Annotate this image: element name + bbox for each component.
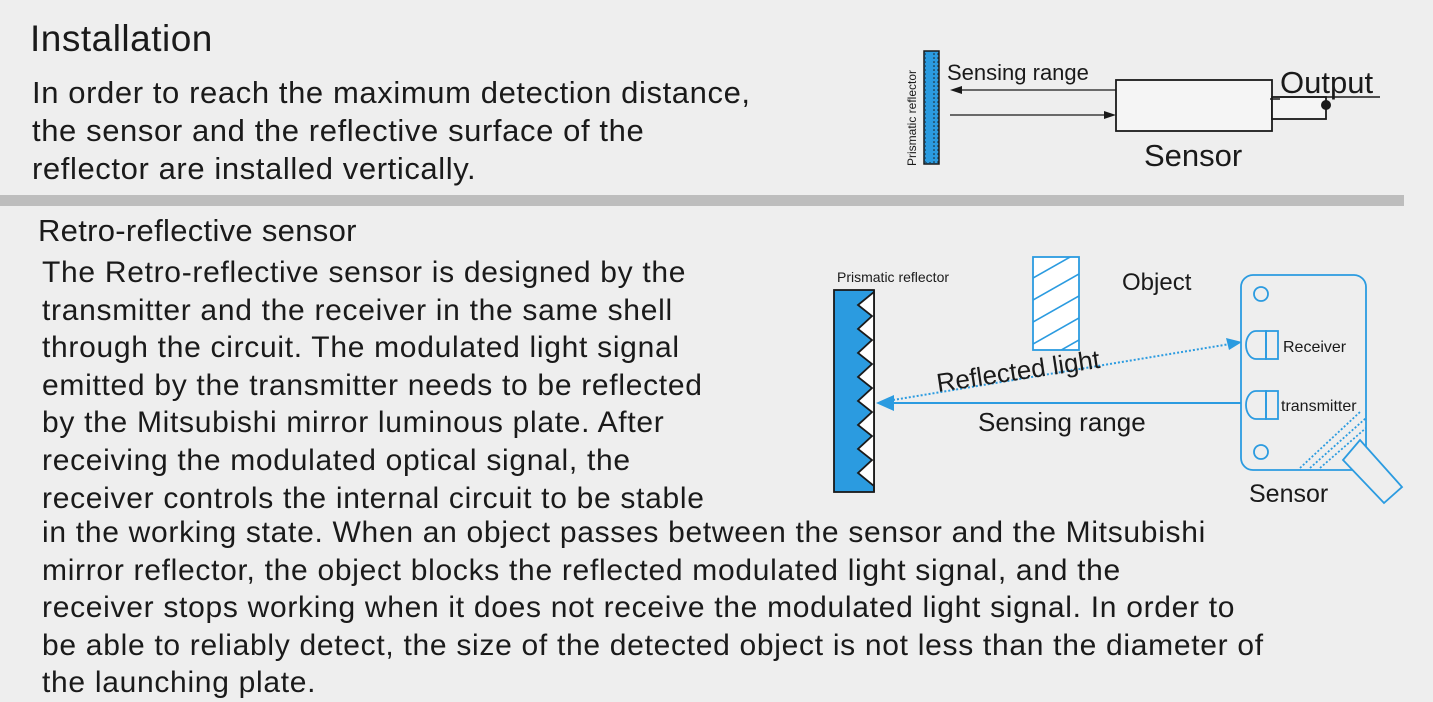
sensing-range-ray (876, 395, 1241, 411)
sensor-housing (1240, 274, 1367, 471)
prismatic-reflector-label: Prismatic reflector (905, 70, 919, 166)
paragraph-line: be able to reliably detect, the size of … (42, 628, 1264, 662)
sensor-label: Sensor (1249, 480, 1328, 508)
reflected-light-label: Reflected light (934, 344, 1102, 398)
paragraph-line: receiver controls the internal circuit t… (42, 481, 705, 515)
prismatic-reflector-label: Prismatic reflector (837, 269, 949, 285)
installation-diagram: Prismatic reflector Sensing range Output… (905, 50, 1380, 173)
retro-reflective-diagram: Prismatic reflector Object Reflected lig… (833, 256, 1404, 508)
emit-arrow (950, 86, 1116, 94)
sensor-label: Sensor (1144, 138, 1242, 173)
prismatic-reflector (833, 289, 875, 493)
sensing-range-label: Sensing range (947, 60, 1089, 85)
retro-title: Retro-reflective sensor (38, 213, 357, 248)
section-divider (0, 195, 1404, 206)
installation-paragraph: In order to reach the maximum detection … (32, 74, 751, 188)
retro-paragraph-wrapped: The Retro-reflective sensor is designed … (42, 254, 705, 517)
object-label: Object (1122, 269, 1192, 296)
paragraph-line: receiving the modulated optical signal, … (42, 443, 631, 477)
sensor-body (1115, 79, 1273, 132)
return-arrow (950, 111, 1116, 119)
paragraph-line: in the working state. When an object pas… (42, 516, 1207, 549)
sensing-range-label: Sensing range (978, 407, 1146, 437)
paragraph-line: the sensor and the reflective surface of… (32, 113, 645, 148)
paragraph-line: mirror reflector, the object blocks the … (42, 553, 1121, 587)
retro-paragraph-full: in the working state. When an object pas… (42, 514, 1264, 702)
installation-title: Installation (30, 18, 213, 59)
reflected-light-ray (892, 338, 1242, 401)
paragraph-line: receiver stops working when it does not … (42, 591, 1236, 625)
prismatic-reflector-plate (923, 50, 940, 165)
output-cable (1270, 96, 1331, 120)
paragraph-line: the launching plate. (42, 666, 317, 700)
paragraph-line: The Retro-reflective sensor is designed … (42, 256, 687, 289)
paragraph-line: emitted by the transmitter needs to be r… (42, 368, 703, 402)
paragraph-line: In order to reach the maximum detection … (32, 75, 751, 110)
paragraph-line: reflector are installed vertically. (32, 151, 477, 186)
paragraph-line: transmitter and the receiver in the same… (42, 293, 673, 327)
sensor-cable (1299, 411, 1404, 505)
paragraph-line: by the Mitsubishi mirror luminous plate.… (42, 406, 665, 440)
object-block (1032, 256, 1080, 351)
output-label: Output (1280, 65, 1373, 100)
transmitter-label: transmitter (1281, 398, 1357, 415)
paragraph-line: through the circuit. The modulated light… (42, 331, 680, 365)
receiver-label: Receiver (1283, 339, 1347, 356)
